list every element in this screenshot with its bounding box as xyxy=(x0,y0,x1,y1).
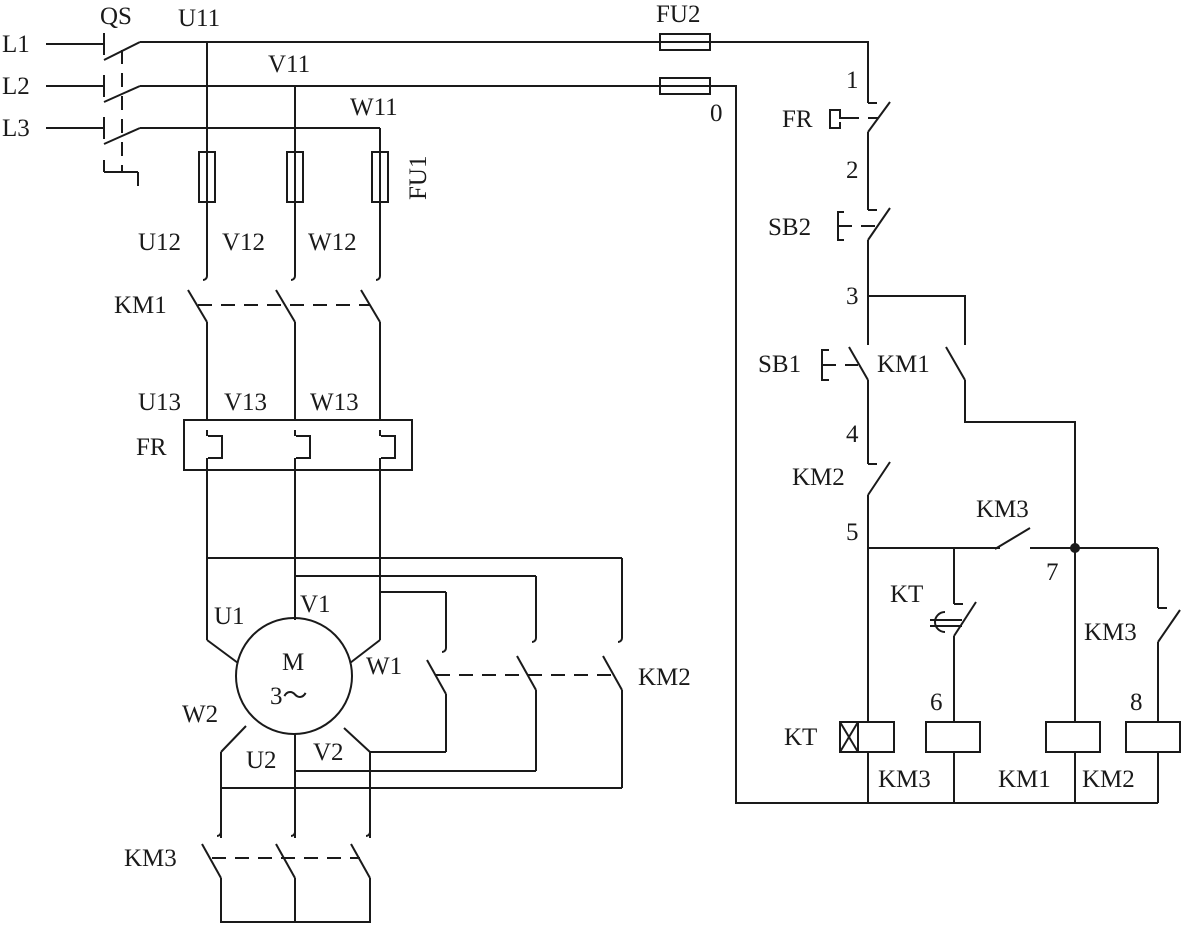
label-fr-ctrl: FR xyxy=(782,106,813,133)
power-circuit: M 3～ xyxy=(46,33,660,923)
label-v13: V13 xyxy=(224,389,267,416)
label-node-6: 6 xyxy=(930,689,943,716)
label-sb2: SB2 xyxy=(768,214,811,241)
label-node-1: 1 xyxy=(846,67,859,94)
label-fu1: FU1 xyxy=(405,156,432,200)
km1-main-contacts xyxy=(187,275,381,323)
label-u11: U11 xyxy=(178,5,220,32)
label-sb1: SB1 xyxy=(758,351,801,378)
labels: L1 L2 L3 QS U11 V11 W11 FU1 FU2 0 U12 V1… xyxy=(2,1,1143,872)
km2-coil xyxy=(1125,721,1181,803)
label-w2: W2 xyxy=(182,701,218,728)
delta-wiring xyxy=(207,557,623,653)
label-kt-coil: KT xyxy=(784,724,817,751)
sb1-start-button xyxy=(821,346,869,460)
control-circuit xyxy=(659,33,1181,804)
label-u12: U12 xyxy=(138,229,181,256)
label-v1: V1 xyxy=(300,591,331,618)
label-l3: L3 xyxy=(2,115,30,142)
km1-coil xyxy=(1045,721,1101,803)
label-v11: V11 xyxy=(268,51,310,78)
kt-time-delay-contact xyxy=(930,600,977,722)
label-node-4: 4 xyxy=(846,421,859,448)
label-node-8: 8 xyxy=(1130,689,1143,716)
label-node-7: 7 xyxy=(1046,559,1059,586)
label-kt-contact: KT xyxy=(890,581,923,608)
km3-no-contact xyxy=(994,527,1159,722)
label-w13: W13 xyxy=(310,389,359,416)
label-u13: U13 xyxy=(138,389,181,416)
label-u1: U1 xyxy=(214,603,245,630)
fu1-fuses xyxy=(198,151,389,203)
label-km3-coil: KM3 xyxy=(878,766,931,793)
label-km1-hold: KM1 xyxy=(877,351,930,378)
km1-holding-contact xyxy=(945,346,1076,548)
label-node-5: 5 xyxy=(846,519,859,546)
km2-nc-contact xyxy=(867,460,891,722)
motor-lower-terminals xyxy=(220,725,622,838)
label-km3-main: KM3 xyxy=(124,845,177,872)
label-node-3: 3 xyxy=(846,283,859,310)
label-l1: L1 xyxy=(2,31,30,58)
label-fu2: FU2 xyxy=(656,1,700,28)
label-w12: W12 xyxy=(308,229,357,256)
label-km2-coil: KM2 xyxy=(1082,766,1135,793)
label-km2-main: KM2 xyxy=(638,664,691,691)
label-node-0: 0 xyxy=(710,100,723,127)
fu2-fuses xyxy=(659,33,711,95)
motor-label: M xyxy=(282,649,304,676)
label-node-2: 2 xyxy=(846,157,859,184)
label-km1-main: KM1 xyxy=(114,292,167,319)
supply-lines xyxy=(46,33,105,139)
label-fr-main: FR xyxy=(136,434,167,461)
label-km3-nc: KM3 xyxy=(1084,619,1137,646)
km3-coil xyxy=(925,721,981,803)
motor-phase-label: 3～ xyxy=(270,683,308,710)
kt-coil xyxy=(839,721,895,803)
label-v2: V2 xyxy=(313,739,344,766)
km2-main-contacts xyxy=(426,655,623,788)
label-v12: V12 xyxy=(222,229,265,256)
sb2-stop-button xyxy=(837,205,891,345)
label-w11: W11 xyxy=(350,94,398,121)
bus-lines xyxy=(140,41,660,129)
label-km2-nc: KM2 xyxy=(792,464,845,491)
label-l2: L2 xyxy=(2,73,30,100)
km3-nc-contact xyxy=(1157,604,1181,722)
qs-switch xyxy=(103,41,141,186)
motor: M 3～ xyxy=(235,617,353,735)
label-u2: U2 xyxy=(246,747,277,774)
fr-thermal-relay xyxy=(183,419,413,471)
label-km1-coil: KM1 xyxy=(998,766,1051,793)
label-w1: W1 xyxy=(366,653,402,680)
label-qs: QS xyxy=(100,3,132,30)
fr-nc-contact xyxy=(829,98,891,205)
km3-star-contacts xyxy=(201,831,371,923)
label-km3-no: KM3 xyxy=(976,496,1029,523)
